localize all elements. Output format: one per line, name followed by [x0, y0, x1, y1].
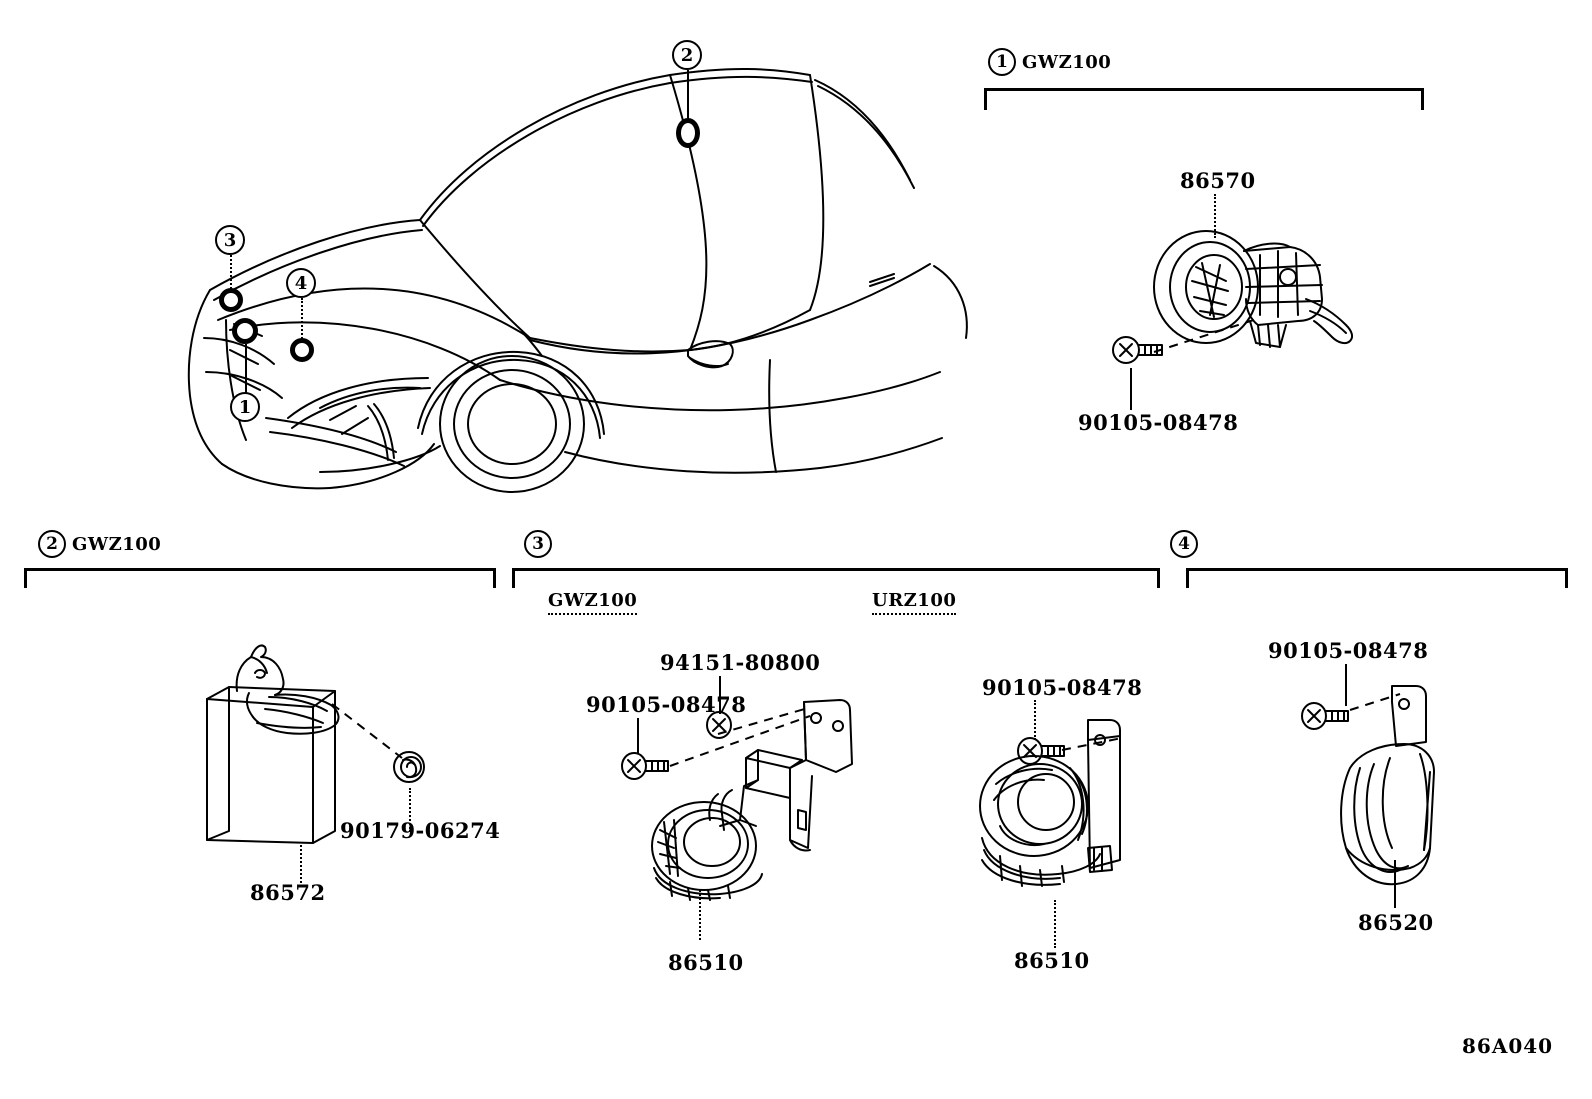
- part-drawing-86572: [195, 635, 385, 850]
- assembly-dash-sec3-right: [1060, 728, 1130, 758]
- car-marker-2: [676, 118, 700, 148]
- car-callout-1[interactable]: 1: [230, 392, 260, 422]
- car-marker-3: [219, 288, 243, 312]
- section-3-submodel-gwz100: GWZ100: [548, 590, 638, 615]
- part-drawing-86520: [1330, 672, 1510, 892]
- part-drawing-90105-08478-sec4: [1298, 698, 1378, 734]
- part-leader-86510-gwz100: [699, 890, 701, 940]
- part-leader-86570: [1214, 194, 1216, 238]
- part-label-86520: 86520: [1358, 910, 1434, 935]
- part-drawing-90105-08478-sec3-right: [1014, 733, 1094, 769]
- assembly-dash-sec3-left: [660, 700, 820, 780]
- car-marker-1: [232, 318, 258, 344]
- section-1-model-label: GWZ100: [1022, 52, 1112, 73]
- part-drawing-90179-06274: [390, 748, 430, 788]
- car-marker-4: [290, 338, 314, 362]
- section-1-bracket: [984, 88, 1424, 110]
- car-callout-3[interactable]: 3: [215, 225, 245, 255]
- part-label-90179-06274: 90179-06274: [340, 818, 501, 843]
- section-2-model-label: GWZ100: [72, 534, 162, 555]
- assembly-dash-sec1: [1150, 310, 1270, 370]
- section-1-number: 1: [988, 48, 1016, 76]
- part-leader-90105-08478-sec3-right: [1034, 700, 1036, 740]
- part-drawing-86510-urz100: [970, 700, 1170, 900]
- assembly-dash-sec4: [1348, 688, 1408, 718]
- car-callout-4-leader: [301, 298, 303, 342]
- part-label-90105-08478-sec4: 90105-08478: [1268, 638, 1429, 663]
- section-2-number: 2: [38, 530, 66, 558]
- part-label-86572: 86572: [250, 880, 326, 905]
- part-leader-90179-06274: [409, 788, 411, 832]
- car-callout-2-leader: [687, 70, 689, 120]
- part-leader-86572: [300, 845, 302, 883]
- part-leader-90105-08478-sec1: [1130, 368, 1132, 410]
- section-3-submodel-urz100: URZ100: [872, 590, 957, 615]
- section-2-bracket: [24, 568, 496, 588]
- part-drawing-86510-gwz100: [640, 690, 870, 901]
- part-leader-90105-08478-sec3-left: [637, 718, 639, 754]
- vehicle-illustration: [170, 20, 968, 500]
- section-4-bracket: [1186, 568, 1568, 588]
- car-callout-2[interactable]: 2: [672, 40, 702, 70]
- part-drawing-90105-08478-sec3-left: [618, 748, 698, 784]
- part-label-90105-08478-sec3-right: 90105-08478: [982, 675, 1143, 700]
- part-drawing-94151-80800: [702, 710, 738, 742]
- part-leader-86520: [1394, 860, 1396, 908]
- part-drawing-86570: [1140, 225, 1360, 355]
- section-3-number: 3: [524, 530, 552, 558]
- part-label-90105-08478-sec3-left: 90105-08478: [586, 692, 747, 717]
- section-4-number: 4: [1170, 530, 1198, 558]
- section-3-bracket: [512, 568, 1160, 588]
- car-callout-3-leader: [230, 255, 232, 297]
- part-label-86510-urz100: 86510: [1014, 948, 1090, 973]
- diagram-code: 86A040: [1462, 1034, 1554, 1058]
- part-label-86510-gwz100: 86510: [668, 950, 744, 975]
- car-callout-4[interactable]: 4: [286, 268, 316, 298]
- part-label-90105-08478-sec1: 90105-08478: [1078, 410, 1239, 435]
- part-label-86570: 86570: [1180, 168, 1256, 193]
- part-leader-86510-urz100: [1054, 900, 1056, 948]
- car-callout-1-leader: [245, 344, 247, 394]
- part-leader-94151-80800: [719, 676, 721, 714]
- part-leader-90105-08478-sec4: [1345, 664, 1347, 706]
- part-label-94151-80800: 94151-80800: [660, 650, 821, 675]
